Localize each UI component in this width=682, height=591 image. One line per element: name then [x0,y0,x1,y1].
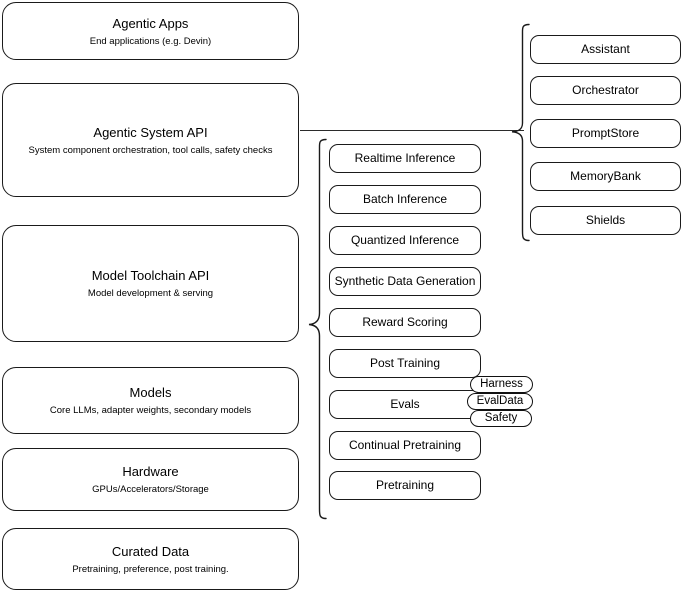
capability-label: Synthetic Data Generation [334,274,476,288]
layer-box-model-toolchain-api[interactable]: Model Toolchain API Model development & … [2,225,299,342]
capability-label: Reward Scoring [362,315,448,329]
capability-box-batch-inference[interactable]: Batch Inference [329,185,481,214]
layer-box-agentic-apps[interactable]: Agentic Apps End applications (e.g. Devi… [2,2,299,60]
component-label: Orchestrator [572,83,639,97]
brace-agentic-components [509,23,531,242]
evals-badge-safety[interactable]: Safety [470,410,532,427]
brace-model-toolchain [306,138,328,520]
component-label: MemoryBank [570,169,641,183]
layer-box-agentic-system-api[interactable]: Agentic System API System component orch… [2,83,299,197]
capability-label: Post Training [369,356,441,370]
component-box-shields[interactable]: Shields [530,206,681,235]
capability-box-synthetic-data-generation[interactable]: Synthetic Data Generation [329,267,481,296]
layer-title: Curated Data [111,543,190,559]
layer-subtitle: Model development & serving [87,288,214,299]
capability-box-post-training[interactable]: Post Training [329,349,481,378]
layer-subtitle: System component orchestration, tool cal… [28,144,273,156]
layer-title: Hardware [122,464,179,479]
capability-label: Quantized Inference [350,233,460,247]
component-label: Assistant [581,42,630,56]
layer-title: Model Toolchain API [91,268,210,283]
capability-label: Batch Inference [362,192,448,206]
capability-box-realtime-inference[interactable]: Realtime Inference [329,144,481,173]
layer-title: Agentic Apps [112,15,189,31]
layer-subtitle: End applications (e.g. Devin) [89,35,212,47]
component-label: Shields [585,213,626,227]
capability-label: Pretraining [375,478,435,492]
layer-box-curated-data[interactable]: Curated Data Pretraining, preference, po… [2,528,299,590]
capability-box-continual-pretraining[interactable]: Continual Pretraining [329,431,481,460]
capability-box-reward-scoring[interactable]: Reward Scoring [329,308,481,337]
component-label: PromptStore [571,126,640,140]
capability-label: Realtime Inference [354,151,456,165]
evals-badge-label: Safety [484,412,518,424]
capability-box-pretraining[interactable]: Pretraining [329,471,481,500]
connector-agentic-system-to-components [300,130,524,132]
component-box-assistant[interactable]: Assistant [530,35,681,64]
evals-badge-harness[interactable]: Harness [470,376,533,393]
layer-subtitle: Pretraining, preference, post training. [72,563,229,575]
layer-subtitle: GPUs/Accelerators/Storage [92,484,209,495]
layer-title: Agentic System API [93,124,208,140]
evals-badge-label: Harness [480,378,523,390]
capability-label: Continual Pretraining [348,438,462,452]
evals-badge-evaldata[interactable]: EvalData [467,393,533,410]
evals-badge-label: EvalData [476,395,524,407]
component-box-memorybank[interactable]: MemoryBank [530,162,681,191]
capability-box-evals[interactable]: Evals [329,390,481,419]
layer-title: Models [129,385,172,400]
layer-box-hardware[interactable]: Hardware GPUs/Accelerators/Storage [2,448,299,511]
component-box-promptstore[interactable]: PromptStore [530,119,681,148]
layer-box-models[interactable]: Models Core LLMs, adapter weights, secon… [2,367,299,434]
component-box-orchestrator[interactable]: Orchestrator [530,76,681,105]
layer-subtitle: Core LLMs, adapter weights, secondary mo… [49,405,252,416]
capability-box-quantized-inference[interactable]: Quantized Inference [329,226,481,255]
capability-label: Evals [390,397,420,411]
